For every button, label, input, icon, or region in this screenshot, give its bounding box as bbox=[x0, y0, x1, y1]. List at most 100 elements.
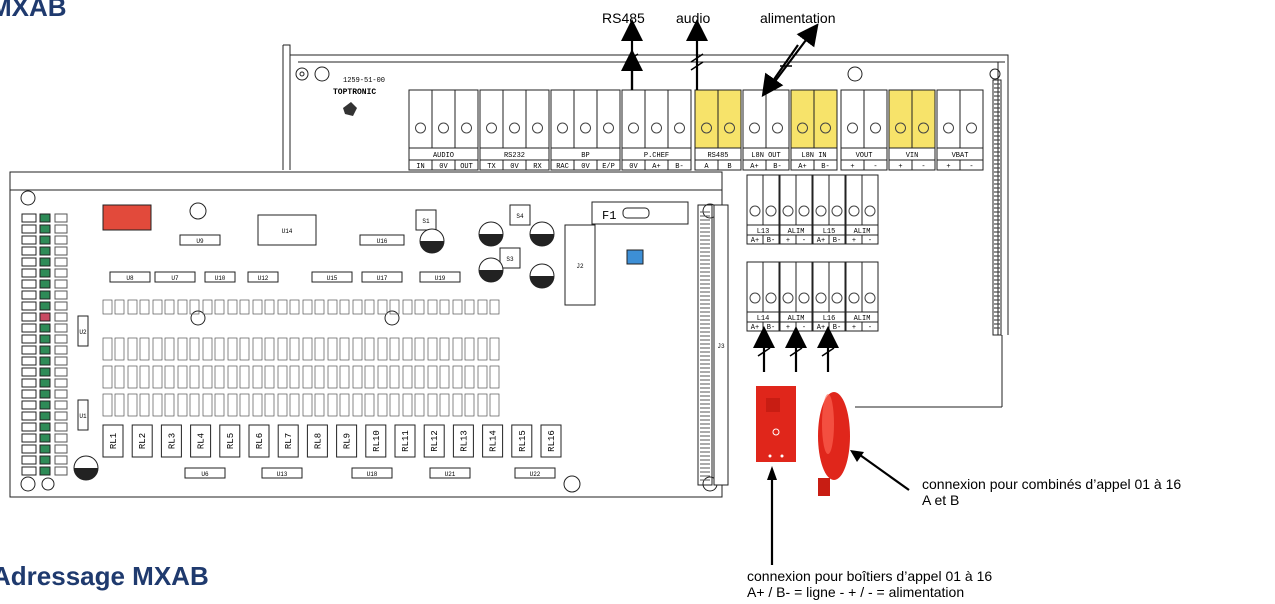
resistor bbox=[177, 337, 188, 361]
svg-text:L14: L14 bbox=[757, 315, 770, 323]
chip: U7 bbox=[154, 271, 196, 283]
svg-text:L15: L15 bbox=[823, 228, 836, 236]
resistor bbox=[489, 337, 500, 361]
combines-note: connexion pour combinés d’appel 01 à 16 … bbox=[922, 476, 1181, 508]
handset-device bbox=[818, 392, 850, 496]
resistor bbox=[389, 393, 400, 417]
svg-text:RL11: RL11 bbox=[401, 430, 411, 452]
svg-text:U12: U12 bbox=[258, 275, 269, 282]
resistor bbox=[427, 365, 438, 389]
svg-text:RL3: RL3 bbox=[167, 433, 177, 449]
svg-text:L13: L13 bbox=[757, 228, 770, 236]
chip: U18 bbox=[351, 467, 393, 479]
resistor bbox=[302, 393, 313, 417]
chip: U13 bbox=[261, 467, 303, 479]
relay: RL7 bbox=[277, 424, 299, 458]
svg-text:+: + bbox=[852, 324, 856, 332]
chip: U15 bbox=[311, 271, 353, 283]
boitiers-note-line2: A+ / B- = ligne - + / - = alimentation bbox=[747, 584, 965, 600]
svg-text:0V: 0V bbox=[629, 163, 638, 171]
resistor bbox=[102, 393, 113, 417]
svg-text:S3: S3 bbox=[506, 256, 514, 263]
svg-text:U18: U18 bbox=[367, 471, 378, 478]
resistor bbox=[439, 299, 450, 315]
svg-text:-: - bbox=[969, 163, 973, 171]
resistor bbox=[314, 393, 325, 417]
svg-text:A+: A+ bbox=[798, 163, 806, 171]
capacitor bbox=[529, 263, 555, 289]
svg-text:RL12: RL12 bbox=[430, 430, 440, 452]
svg-text:ALIM: ALIM bbox=[788, 315, 805, 323]
relay: RL6 bbox=[248, 424, 270, 458]
svg-text:RL16: RL16 bbox=[547, 430, 557, 452]
resistor bbox=[452, 393, 463, 417]
resistor bbox=[127, 337, 138, 361]
resistor bbox=[239, 299, 250, 315]
resistor bbox=[377, 299, 388, 315]
svg-text:VOUT: VOUT bbox=[856, 152, 873, 160]
resistor bbox=[352, 299, 363, 315]
side-connector: +-ALIM bbox=[779, 174, 813, 245]
svg-text:ALIM: ALIM bbox=[854, 228, 871, 236]
svg-text:RL1: RL1 bbox=[109, 433, 119, 449]
svg-text:+: + bbox=[852, 237, 856, 245]
resistor bbox=[177, 365, 188, 389]
svg-text:0V: 0V bbox=[439, 163, 448, 171]
svg-text:RS485: RS485 bbox=[707, 152, 728, 160]
chip: U2 bbox=[77, 315, 89, 347]
capacitor bbox=[419, 228, 445, 254]
resistor bbox=[464, 299, 475, 315]
resistor bbox=[177, 299, 188, 315]
svg-text:-: - bbox=[873, 163, 877, 171]
chip: U14 bbox=[257, 214, 317, 246]
resistor bbox=[152, 365, 163, 389]
chip: S1 bbox=[415, 209, 437, 231]
fuse-label: F1 bbox=[602, 209, 616, 223]
resistor bbox=[439, 393, 450, 417]
svg-text:U15: U15 bbox=[327, 275, 338, 282]
resistor bbox=[164, 337, 175, 361]
relay: RL10 bbox=[365, 424, 387, 458]
chip: U16 bbox=[359, 234, 405, 246]
resistor bbox=[402, 337, 413, 361]
resistor bbox=[252, 393, 263, 417]
resistor bbox=[339, 299, 350, 315]
part-number: 1259-51-00 bbox=[343, 77, 385, 85]
svg-text:B-: B- bbox=[821, 163, 829, 171]
relay: RL14 bbox=[482, 424, 504, 458]
boitiers-note-line1: connexion pour boîtiers d’appel 01 à 16 bbox=[747, 568, 993, 584]
chip: U1 bbox=[77, 399, 89, 431]
resistor bbox=[352, 393, 363, 417]
relay: RL3 bbox=[160, 424, 182, 458]
chip: U19 bbox=[419, 271, 461, 283]
svg-text:S1: S1 bbox=[422, 218, 430, 225]
resistor bbox=[277, 365, 288, 389]
resistor bbox=[264, 299, 275, 315]
resistor bbox=[227, 337, 238, 361]
svg-text:IN: IN bbox=[416, 163, 424, 171]
svg-text:A+: A+ bbox=[750, 163, 758, 171]
svg-text:U8: U8 bbox=[126, 275, 134, 282]
resistor bbox=[302, 365, 313, 389]
resistor bbox=[377, 393, 388, 417]
relay: RL12 bbox=[423, 424, 445, 458]
resistor bbox=[402, 299, 413, 315]
resistor bbox=[364, 299, 375, 315]
svg-text:RL6: RL6 bbox=[255, 433, 265, 449]
resistor bbox=[264, 337, 275, 361]
relay: RL15 bbox=[511, 424, 533, 458]
resistor bbox=[302, 299, 313, 315]
resistor bbox=[489, 365, 500, 389]
svg-text:-: - bbox=[868, 324, 872, 332]
chip: U17 bbox=[361, 271, 403, 283]
svg-text:U2: U2 bbox=[79, 329, 87, 336]
svg-text:A+: A+ bbox=[817, 237, 825, 245]
capacitor bbox=[529, 221, 555, 247]
resistor bbox=[139, 365, 150, 389]
resistor bbox=[214, 393, 225, 417]
chip: J2 bbox=[564, 224, 596, 306]
svg-text:J3: J3 bbox=[717, 343, 725, 350]
resistor bbox=[164, 299, 175, 315]
